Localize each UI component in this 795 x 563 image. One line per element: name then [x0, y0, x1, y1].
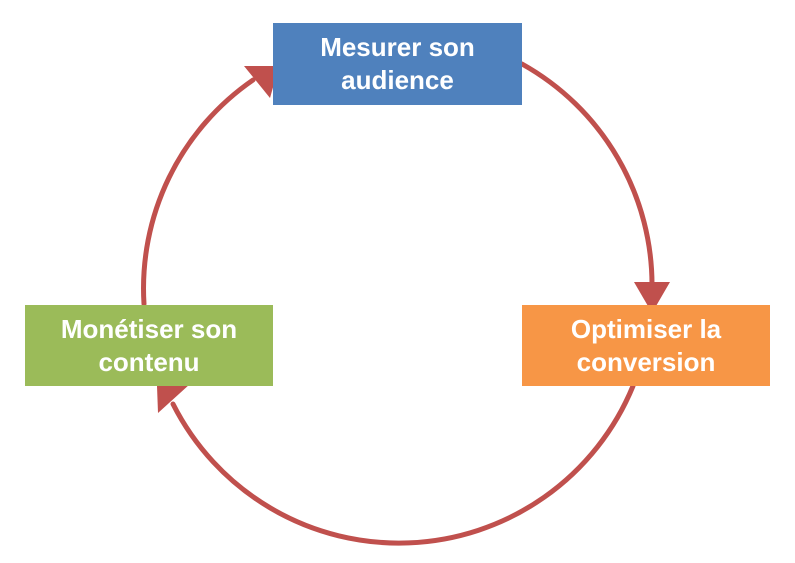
- arc-monetize-to-measure: [141, 77, 256, 307]
- node-optimize-line2: conversion: [576, 346, 716, 377]
- node-monetize-line2: contenu: [98, 346, 200, 377]
- arrowhead-to-monetize: [157, 384, 190, 413]
- arrowhead-to-optimize: [634, 282, 670, 313]
- arc-measure-to-optimize: [519, 61, 655, 291]
- node-optimize-conversion: Optimiser la conversion: [522, 305, 770, 386]
- arc-optimize-to-monetize: [170, 383, 636, 546]
- node-monetize-content: Monétiser son contenu: [25, 305, 273, 386]
- node-measure-line2: audience: [341, 65, 454, 95]
- node-measure-audience: Mesurer son audience: [273, 23, 522, 105]
- node-measure-line1: Mesurer son: [320, 32, 475, 62]
- node-optimize-line1: Optimiser la: [570, 313, 722, 344]
- node-monetize-line1: Monétiser son: [60, 313, 238, 344]
- arrowhead-to-measure: [244, 66, 279, 98]
